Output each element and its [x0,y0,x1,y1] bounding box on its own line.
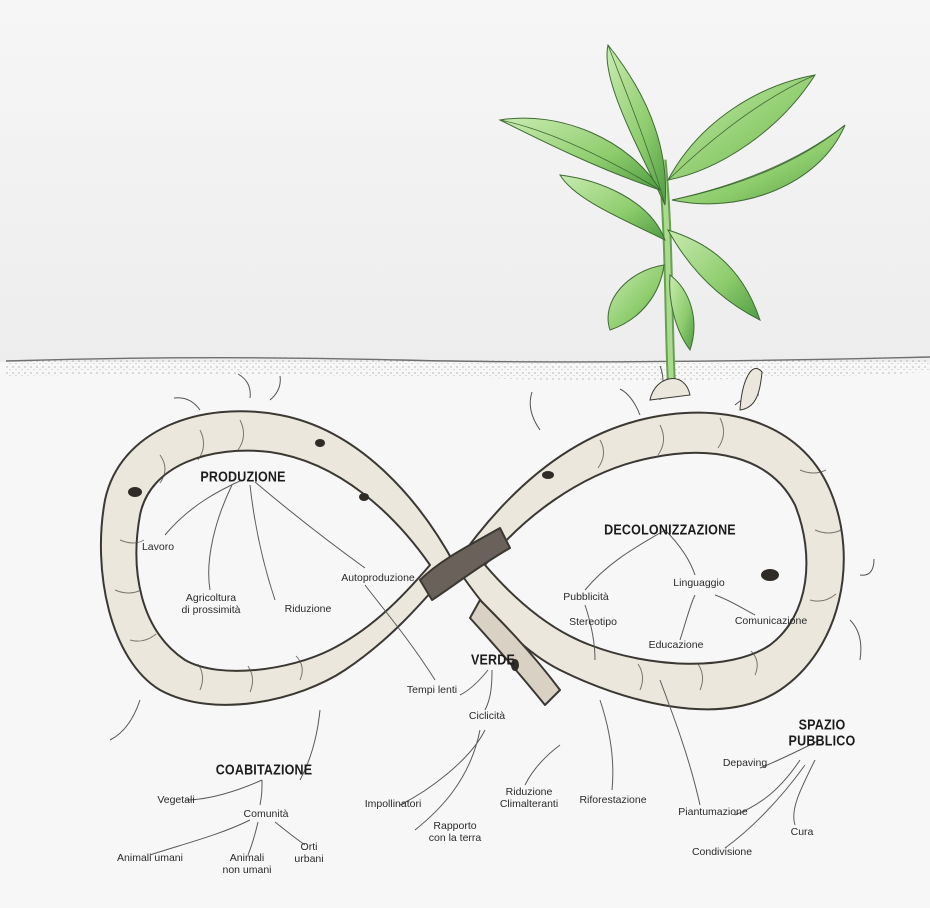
label-comunicazione: Comunicazione [735,615,807,627]
label-agricoltura-di-prossimita: Agricoltura di prossimità [182,592,241,616]
label-autoproduzione: Autoproduzione [341,572,415,584]
label-riduzione-climalteranti: Riduzione Climalteranti [500,786,558,810]
label-produzione: PRODUZIONE [200,469,285,485]
label-cura: Cura [791,826,814,838]
label-verde: VERDE [471,652,515,668]
label-impollinatori: Impollinatori [365,798,422,810]
label-linguaggio: Linguaggio [673,577,724,589]
label-rapporto-con-la-terra: Rapporto con la terra [429,820,482,844]
label-ciclicita: Ciclicità [469,710,505,722]
label-condivisione: Condivisione [692,846,752,858]
label-animali-umani: Animali umani [117,852,183,864]
label-lavoro: Lavoro [142,541,174,553]
label-riforestazione: Riforestazione [579,794,646,806]
label-decolonizzazione: DECOLONIZZAZIONE [604,522,736,538]
label-orti-urbani: Orti urbani [294,841,323,865]
label-tempi-lenti: Tempi lenti [407,684,457,696]
label-comunita: Comunità [244,808,289,820]
label-coabitazione: COABITAZIONE [216,762,313,778]
label-piantumazione: Piantumazione [678,806,747,818]
label-vegetali: Vegetali [157,794,194,806]
label-educazione: Educazione [649,639,704,651]
label-riduzione: Riduzione [285,603,332,615]
label-animali-non-umani: Animali non umani [222,852,271,876]
label-pubblicita: Pubblicità [563,591,609,603]
label-depaving: Depaving [723,757,767,769]
label-spazio-pubblico: SPAZIO PUBBLICO [789,717,856,749]
label-stereotipo: Stereotipo [569,616,617,628]
